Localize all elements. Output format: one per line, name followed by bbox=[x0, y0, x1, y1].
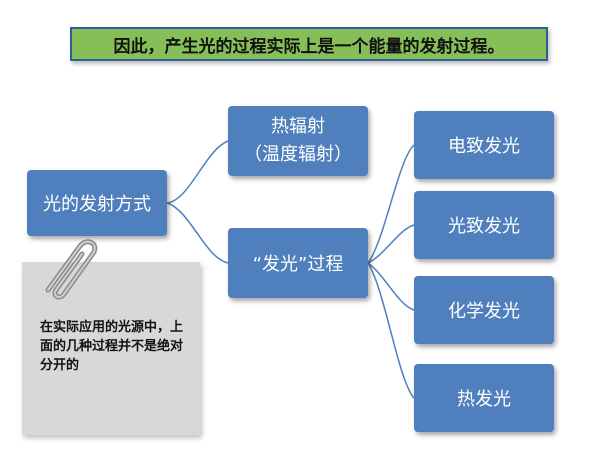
leaf-node-electroluminescence: 电致发光 bbox=[414, 111, 554, 179]
leaf-label: 电致发光 bbox=[448, 136, 520, 157]
leaf-node-thermoluminescence: 热发光 bbox=[414, 364, 554, 432]
connector-root-to-thermal bbox=[166, 140, 229, 204]
paperclip-icon bbox=[45, 239, 98, 300]
leaf-node-chemiluminescence: 化学发光 bbox=[414, 276, 554, 344]
branch-node-thermal-radiation: 热辐射 （温度辐射） bbox=[228, 106, 368, 176]
branch-node-luminescence: “发光”过程 bbox=[228, 228, 368, 298]
leaf-label: 化学发光 bbox=[448, 301, 520, 322]
branch-thermal-line2: （温度辐射） bbox=[244, 144, 352, 165]
branch-thermal-line1: 热辐射 bbox=[271, 116, 325, 137]
connector-root-to-luminescence bbox=[166, 202, 229, 264]
connector-lum-to-thermo bbox=[367, 262, 415, 399]
connector-lum-to-photo bbox=[367, 224, 415, 264]
root-node: 光的发射方式 bbox=[27, 170, 167, 236]
note-text: 在实际应用的光源中，上面的几种过程并不是绝对分开的 bbox=[40, 320, 184, 373]
root-label: 光的发射方式 bbox=[43, 194, 151, 215]
note-card bbox=[22, 262, 200, 435]
banner-title: 因此，产生光的过程实际上是一个能量的发射过程。 bbox=[70, 27, 548, 61]
leaf-node-photoluminescence: 光致发光 bbox=[414, 191, 554, 259]
connector-lum-to-chemo bbox=[367, 262, 415, 311]
leaf-label: 热发光 bbox=[457, 389, 511, 410]
branch-luminescence-label: “发光”过程 bbox=[252, 254, 344, 275]
connector-lum-to-electro bbox=[367, 144, 415, 264]
leaf-label: 光致发光 bbox=[448, 216, 520, 237]
